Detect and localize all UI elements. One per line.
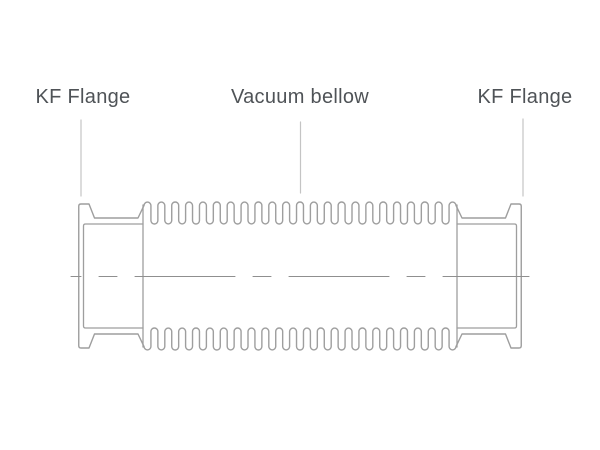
label-kf-flange-right: KF Flange (477, 86, 573, 108)
flange-bore-left (82, 223, 144, 329)
label-kf-flange-left: KF Flange (35, 86, 131, 108)
label-vacuum-bellow: Vacuum bellow (230, 86, 370, 108)
bellow-assembly-outline (78, 201, 522, 351)
